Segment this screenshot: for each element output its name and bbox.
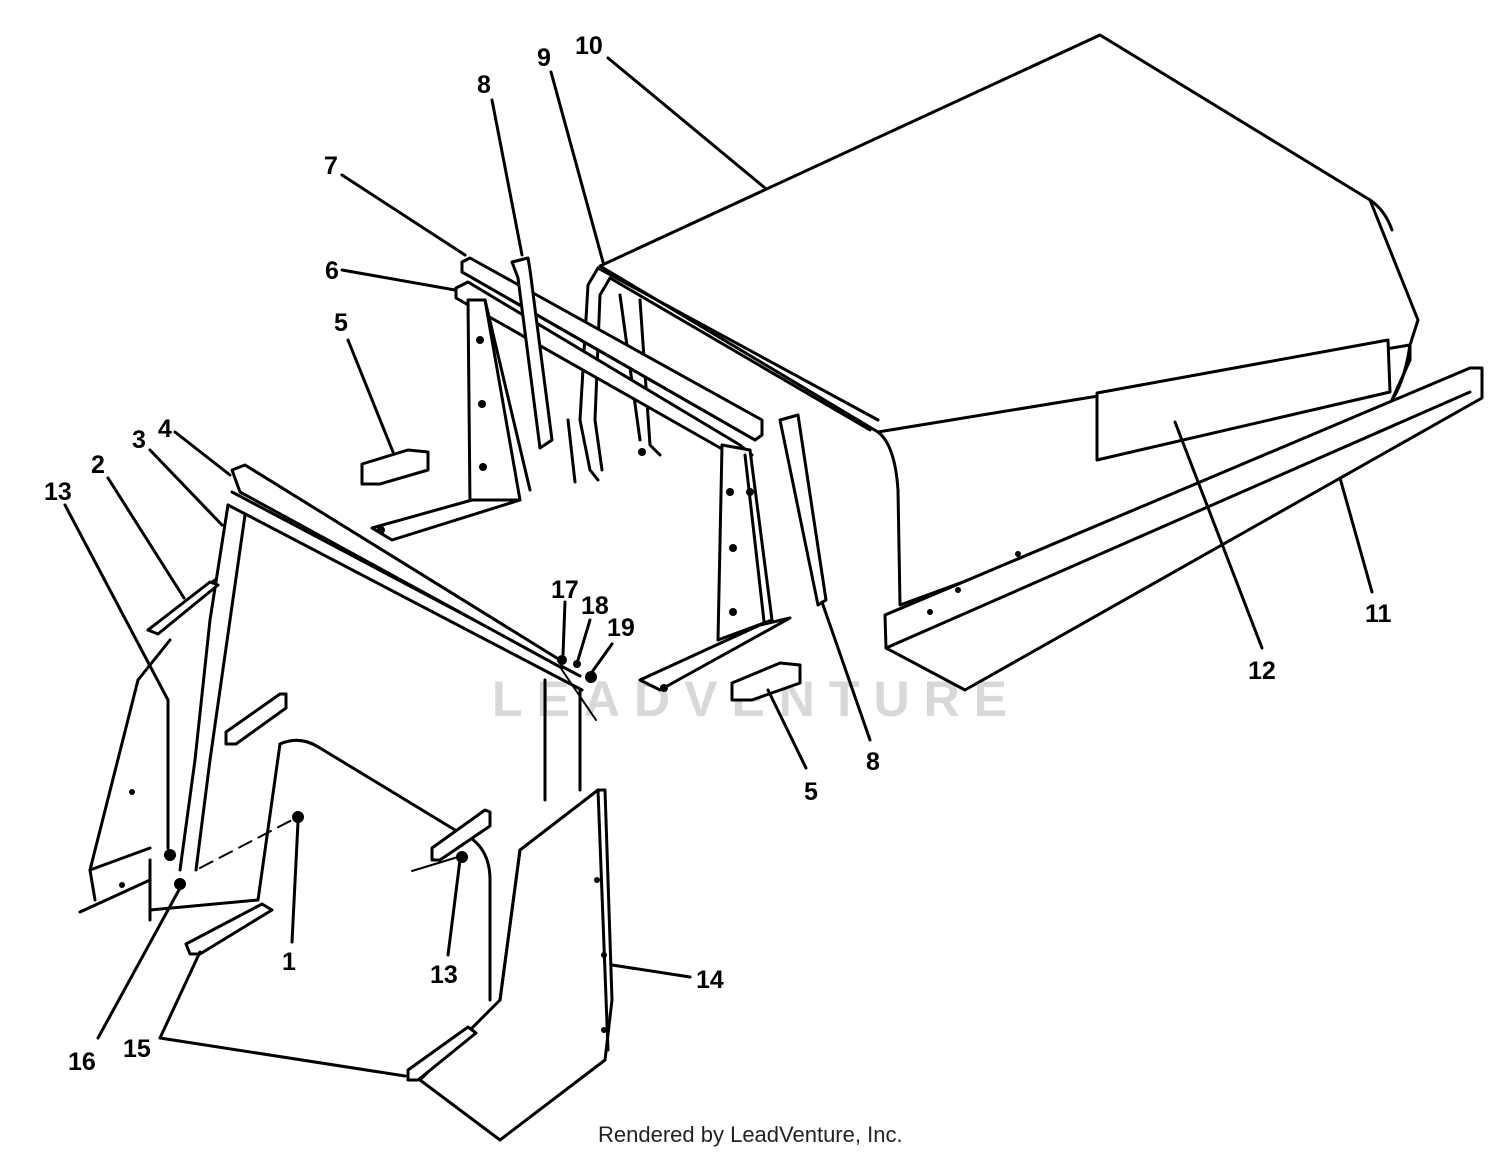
callout-15: 15 xyxy=(123,1035,151,1063)
decal-panel xyxy=(1095,338,1392,462)
callout-6: 6 xyxy=(325,257,339,285)
callout-1: 1 xyxy=(282,948,296,976)
callout-labels: 10 9 8 7 6 5 4 3 2 13 17 18 19 11 12 8 5… xyxy=(44,32,1392,1076)
callout-9: 9 xyxy=(537,44,551,72)
callout-5-lower: 5 xyxy=(804,778,818,806)
rubber-strip-lower-right xyxy=(406,1025,478,1082)
callout-14: 14 xyxy=(696,966,724,994)
callout-16: 16 xyxy=(68,1048,96,1076)
spacer-strip xyxy=(778,413,828,607)
callout-7: 7 xyxy=(324,152,338,180)
hardware-set xyxy=(557,655,597,721)
spacer-block-upper xyxy=(510,256,554,450)
fastener-13a xyxy=(164,849,176,861)
fastener-1 xyxy=(292,811,304,823)
bracket-right xyxy=(430,808,492,862)
callout-8-lower: 8 xyxy=(866,748,880,776)
right-support xyxy=(638,443,792,692)
callout-17: 17 xyxy=(551,576,579,604)
footer-credit: Rendered by LeadVenture, Inc. xyxy=(598,1122,903,1147)
callout-18: 18 xyxy=(581,592,609,620)
callout-13-right: 13 xyxy=(430,961,458,989)
rubber-strip-lower-left xyxy=(184,902,274,956)
left-rail xyxy=(146,580,220,636)
callout-4: 4 xyxy=(158,415,172,443)
foam-pad-lower xyxy=(730,661,802,702)
side-skirt xyxy=(883,366,1484,692)
bracket-left xyxy=(224,692,288,746)
callout-11: 11 xyxy=(1365,600,1392,628)
callout-2: 2 xyxy=(91,451,105,479)
foam-pad-upper xyxy=(360,448,430,486)
front-panel xyxy=(78,463,614,1142)
callout-8-upper: 8 xyxy=(477,71,491,99)
callout-12: 12 xyxy=(1248,657,1276,685)
front-frame-hoop xyxy=(566,266,880,484)
callout-3: 3 xyxy=(132,426,146,454)
leader-lines xyxy=(63,56,1374,1078)
callout-13-left: 13 xyxy=(44,478,72,506)
callout-19: 19 xyxy=(607,614,635,642)
left-support xyxy=(370,298,532,542)
callout-10: 10 xyxy=(575,32,603,60)
fastener-16 xyxy=(174,878,186,890)
callout-5-upper: 5 xyxy=(334,309,348,337)
